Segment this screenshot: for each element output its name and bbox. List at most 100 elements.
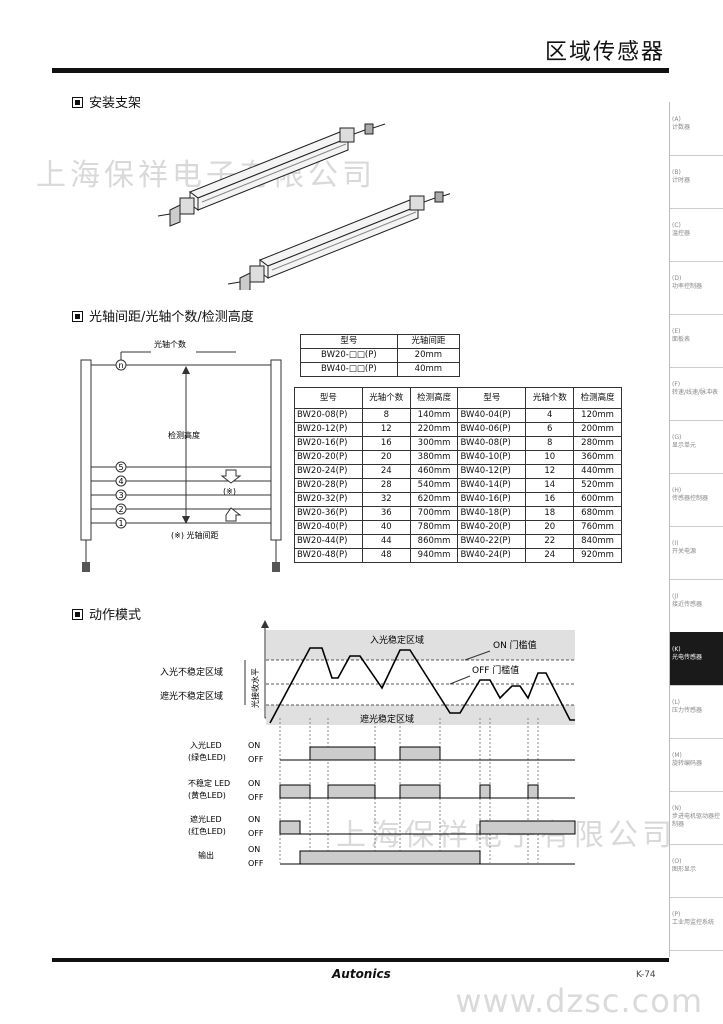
beam-4: 4 bbox=[118, 477, 123, 486]
th-height-1: 检测高度 bbox=[409, 387, 459, 409]
side-tab-separator bbox=[670, 420, 723, 421]
section-pitch-title: 光轴间距/光轴个数/检测高度 bbox=[89, 310, 254, 325]
sig-in-led: 入光LED bbox=[190, 740, 222, 750]
table-cell: BW40-16(P) bbox=[457, 492, 527, 507]
side-tab-code: (B) bbox=[672, 169, 681, 176]
side-tab[interactable]: (J)接近传感器 bbox=[670, 579, 723, 632]
beam-n: n bbox=[118, 361, 123, 370]
side-tab-code: (K) bbox=[672, 646, 681, 653]
th-model-1: 型号 bbox=[294, 387, 363, 409]
table-cell: 140mm bbox=[409, 408, 459, 423]
side-tab-name: 接近传感器 bbox=[672, 601, 703, 608]
table-cell: BW20-32(P) bbox=[294, 492, 363, 507]
side-tab-code: (H) bbox=[672, 487, 682, 494]
on-stable-zone bbox=[266, 630, 575, 660]
side-tab[interactable]: (M)旋转编码器 bbox=[670, 738, 723, 791]
side-tab-separator bbox=[670, 844, 723, 845]
table-cell: 860mm bbox=[409, 534, 459, 549]
side-tab[interactable]: (A)计数器 bbox=[670, 102, 723, 155]
off-stable-zone bbox=[266, 705, 575, 725]
table-cell: 8 bbox=[525, 436, 575, 451]
table-cell: 6 bbox=[525, 422, 575, 437]
table-cell: 680mm bbox=[573, 506, 622, 521]
side-tab-code: (C) bbox=[672, 222, 681, 229]
on-label-4: ON bbox=[248, 845, 260, 854]
on-stable-label: 入光稳定区域 bbox=[370, 634, 424, 646]
table-cell: 700mm bbox=[409, 506, 459, 521]
table-cell: 20 bbox=[361, 450, 411, 465]
side-tab-code: (O) bbox=[672, 858, 682, 865]
side-tab[interactable]: (E)面板表 bbox=[670, 314, 723, 367]
light-level-curve bbox=[269, 647, 575, 724]
side-tab[interactable]: (B)计时器 bbox=[670, 155, 723, 208]
bullet-icon bbox=[72, 97, 83, 108]
side-tab-separator bbox=[670, 738, 723, 739]
table-cell: 12 bbox=[525, 464, 575, 479]
side-tab-name: 温控器 bbox=[672, 230, 691, 237]
section-mount: 安装支架 bbox=[72, 92, 141, 111]
side-tab-code: (G) bbox=[672, 434, 682, 441]
receiver-bar bbox=[270, 359, 282, 541]
table-cell: 14 bbox=[525, 478, 575, 493]
bullet-icon bbox=[72, 609, 83, 620]
side-tab-code: (J) bbox=[672, 593, 679, 600]
side-tab[interactable]: (G)显示单元 bbox=[670, 420, 723, 473]
section-mode: 动作模式 bbox=[72, 604, 141, 623]
side-tab-name: 工业用监控系统 bbox=[672, 919, 715, 926]
side-tab[interactable]: (L)压力传感器 bbox=[670, 685, 723, 738]
side-tab[interactable]: (C)温控器 bbox=[670, 208, 723, 261]
side-tab[interactable]: (D)功率控制器 bbox=[670, 261, 723, 314]
table-cell: 40 bbox=[361, 520, 411, 535]
table-cell: 280mm bbox=[573, 436, 622, 451]
side-tab-separator bbox=[670, 897, 723, 898]
table-cell: 780mm bbox=[409, 520, 459, 535]
side-tab-code: (L) bbox=[672, 699, 681, 706]
th-count-2: 光轴个数 bbox=[525, 387, 575, 409]
table-cell: BW20-12(P) bbox=[294, 422, 363, 437]
table-cell: 300mm bbox=[409, 436, 459, 451]
beam-1: 1 bbox=[118, 519, 123, 528]
side-tab-separator bbox=[670, 473, 723, 474]
table-cell: 24 bbox=[525, 548, 575, 563]
table-cell: 520mm bbox=[573, 478, 622, 493]
side-tab-code: (I) bbox=[672, 540, 679, 547]
side-tab[interactable]: (H)传感器控制器 bbox=[670, 473, 723, 526]
side-tab[interactable]: (N)步进电机驱动器控制器 bbox=[670, 791, 723, 844]
off-threshold-label: OFF 门槛值 bbox=[472, 664, 519, 676]
side-tab-separator bbox=[670, 155, 723, 156]
table-cell: 380mm bbox=[409, 450, 459, 465]
timing-diagram: 入光稳定区域 遮光稳定区域 ON 门槛值 OFF 门槛值 光接收水平 入光不稳定… bbox=[160, 620, 576, 868]
brand-logo: Autonics bbox=[332, 967, 391, 981]
table-row: BW20-□□(P) 20mm bbox=[300, 348, 461, 363]
side-tab[interactable]: (P)工业用监控系统 bbox=[670, 897, 723, 950]
table-cell: 920mm bbox=[573, 548, 622, 563]
side-tab[interactable]: (K)光电传感器 bbox=[670, 632, 723, 685]
table-cell: 120mm bbox=[573, 408, 622, 423]
table-cell: 360mm bbox=[573, 450, 622, 465]
side-tab-separator bbox=[670, 261, 723, 262]
table-cell: 220mm bbox=[409, 422, 459, 437]
table-cell: 28 bbox=[361, 478, 411, 493]
table-cell: 4 bbox=[525, 408, 575, 423]
table-cell: BW20-16(P) bbox=[294, 436, 363, 451]
table-cell: 440mm bbox=[573, 464, 622, 479]
sig-output: 输出 bbox=[198, 850, 214, 860]
pitch-diagram: n 5 4 3 2 1 光轴个数 检测高度 (※) (※) 光轴间距 bbox=[80, 339, 282, 572]
on-label-1: ON bbox=[248, 741, 260, 750]
off-label-3: OFF bbox=[248, 829, 264, 838]
section-mode-title: 动作模式 bbox=[89, 608, 142, 623]
th-count-1: 光轴个数 bbox=[361, 387, 411, 409]
out-unstable-label: 遮光不稳定区域 bbox=[160, 690, 223, 702]
side-tab[interactable]: (O)图形显示 bbox=[670, 844, 723, 897]
off-label-2: OFF bbox=[248, 793, 264, 802]
side-tab[interactable]: (I)开关电源 bbox=[670, 526, 723, 579]
table-cell: 12 bbox=[361, 422, 411, 437]
side-tab[interactable]: (F)转速/线速/脉冲表 bbox=[670, 367, 723, 420]
table-cell: BW40-18(P) bbox=[457, 506, 527, 521]
side-tab-name: 旋转编码器 bbox=[672, 760, 703, 767]
